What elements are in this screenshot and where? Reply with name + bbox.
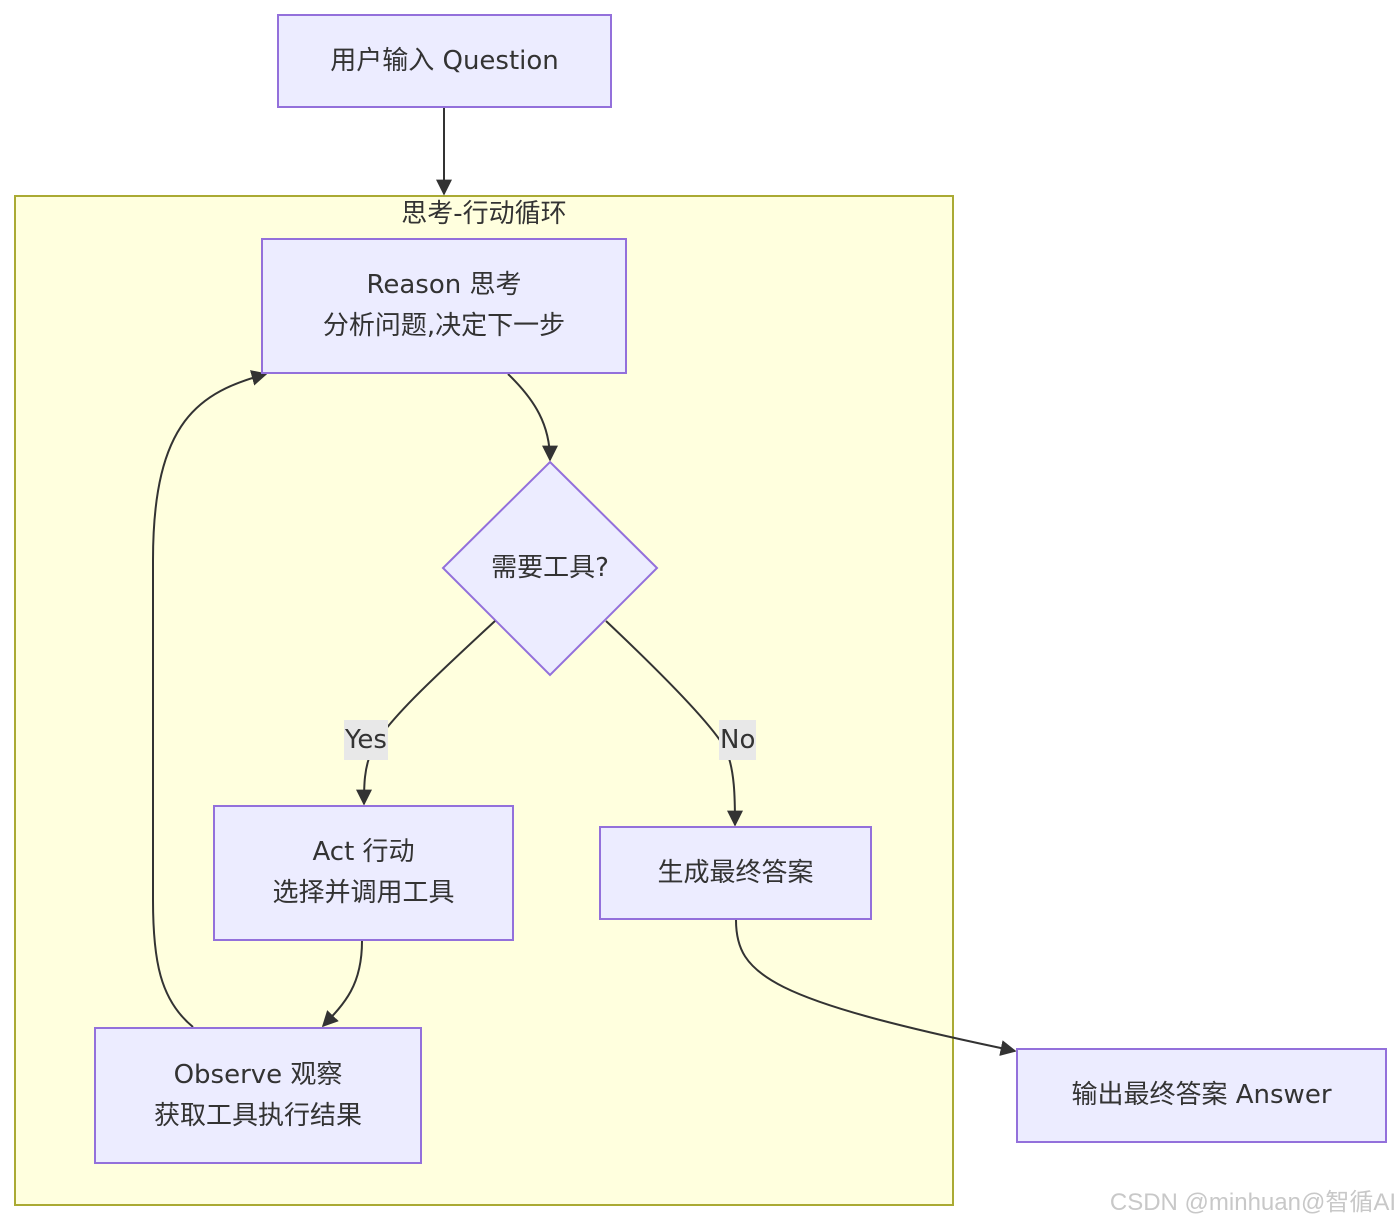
watermark: CSDN @minhuan@智循AI	[1109, 1189, 1396, 1216]
edge-final-to-answer	[735, 919, 1017, 1056]
edge-decision-yes	[356, 620, 496, 806]
act-node: Act 行动 选择并调用工具	[213, 805, 514, 941]
edge-observe-to-reason	[152, 370, 268, 1028]
observe-node: Observe 观察 获取工具执行结果	[94, 1027, 422, 1164]
observe-node-subtitle: 获取工具执行结果	[153, 1100, 362, 1131]
reason-node: Reason 思考 分析问题,决定下一步	[261, 238, 627, 374]
edge-reason-to-decision	[507, 373, 558, 462]
act-node-subtitle: 选择并调用工具	[272, 878, 455, 908]
cluster-title: 思考-行动循环	[401, 199, 567, 229]
final-answer-node-label: 生成最终答案	[657, 857, 814, 888]
answer-output-node-label: 输出最终答案 Answer	[1071, 1080, 1332, 1110]
question-node: 用户输入 Question	[277, 14, 612, 108]
yes-edge-label: Yes	[344, 720, 388, 760]
decision-node-label: 需要工具?	[491, 553, 609, 583]
reason-node-subtitle: 分析问题,决定下一步	[322, 311, 566, 341]
answer-output-node: 输出最终答案 Answer	[1016, 1048, 1387, 1143]
act-node-title: Act 行动	[312, 837, 415, 867]
edge-act-to-observe	[321, 940, 363, 1028]
edge-decision-no	[605, 620, 743, 827]
decision-diamond	[441, 460, 659, 677]
reason-node-title: Reason 思考	[366, 270, 522, 300]
question-node-label: 用户输入 Question	[330, 45, 559, 76]
observe-node-title: Observe 观察	[173, 1059, 343, 1090]
final-answer-node: 生成最终答案	[599, 826, 872, 920]
no-edge-label: No	[719, 720, 757, 760]
